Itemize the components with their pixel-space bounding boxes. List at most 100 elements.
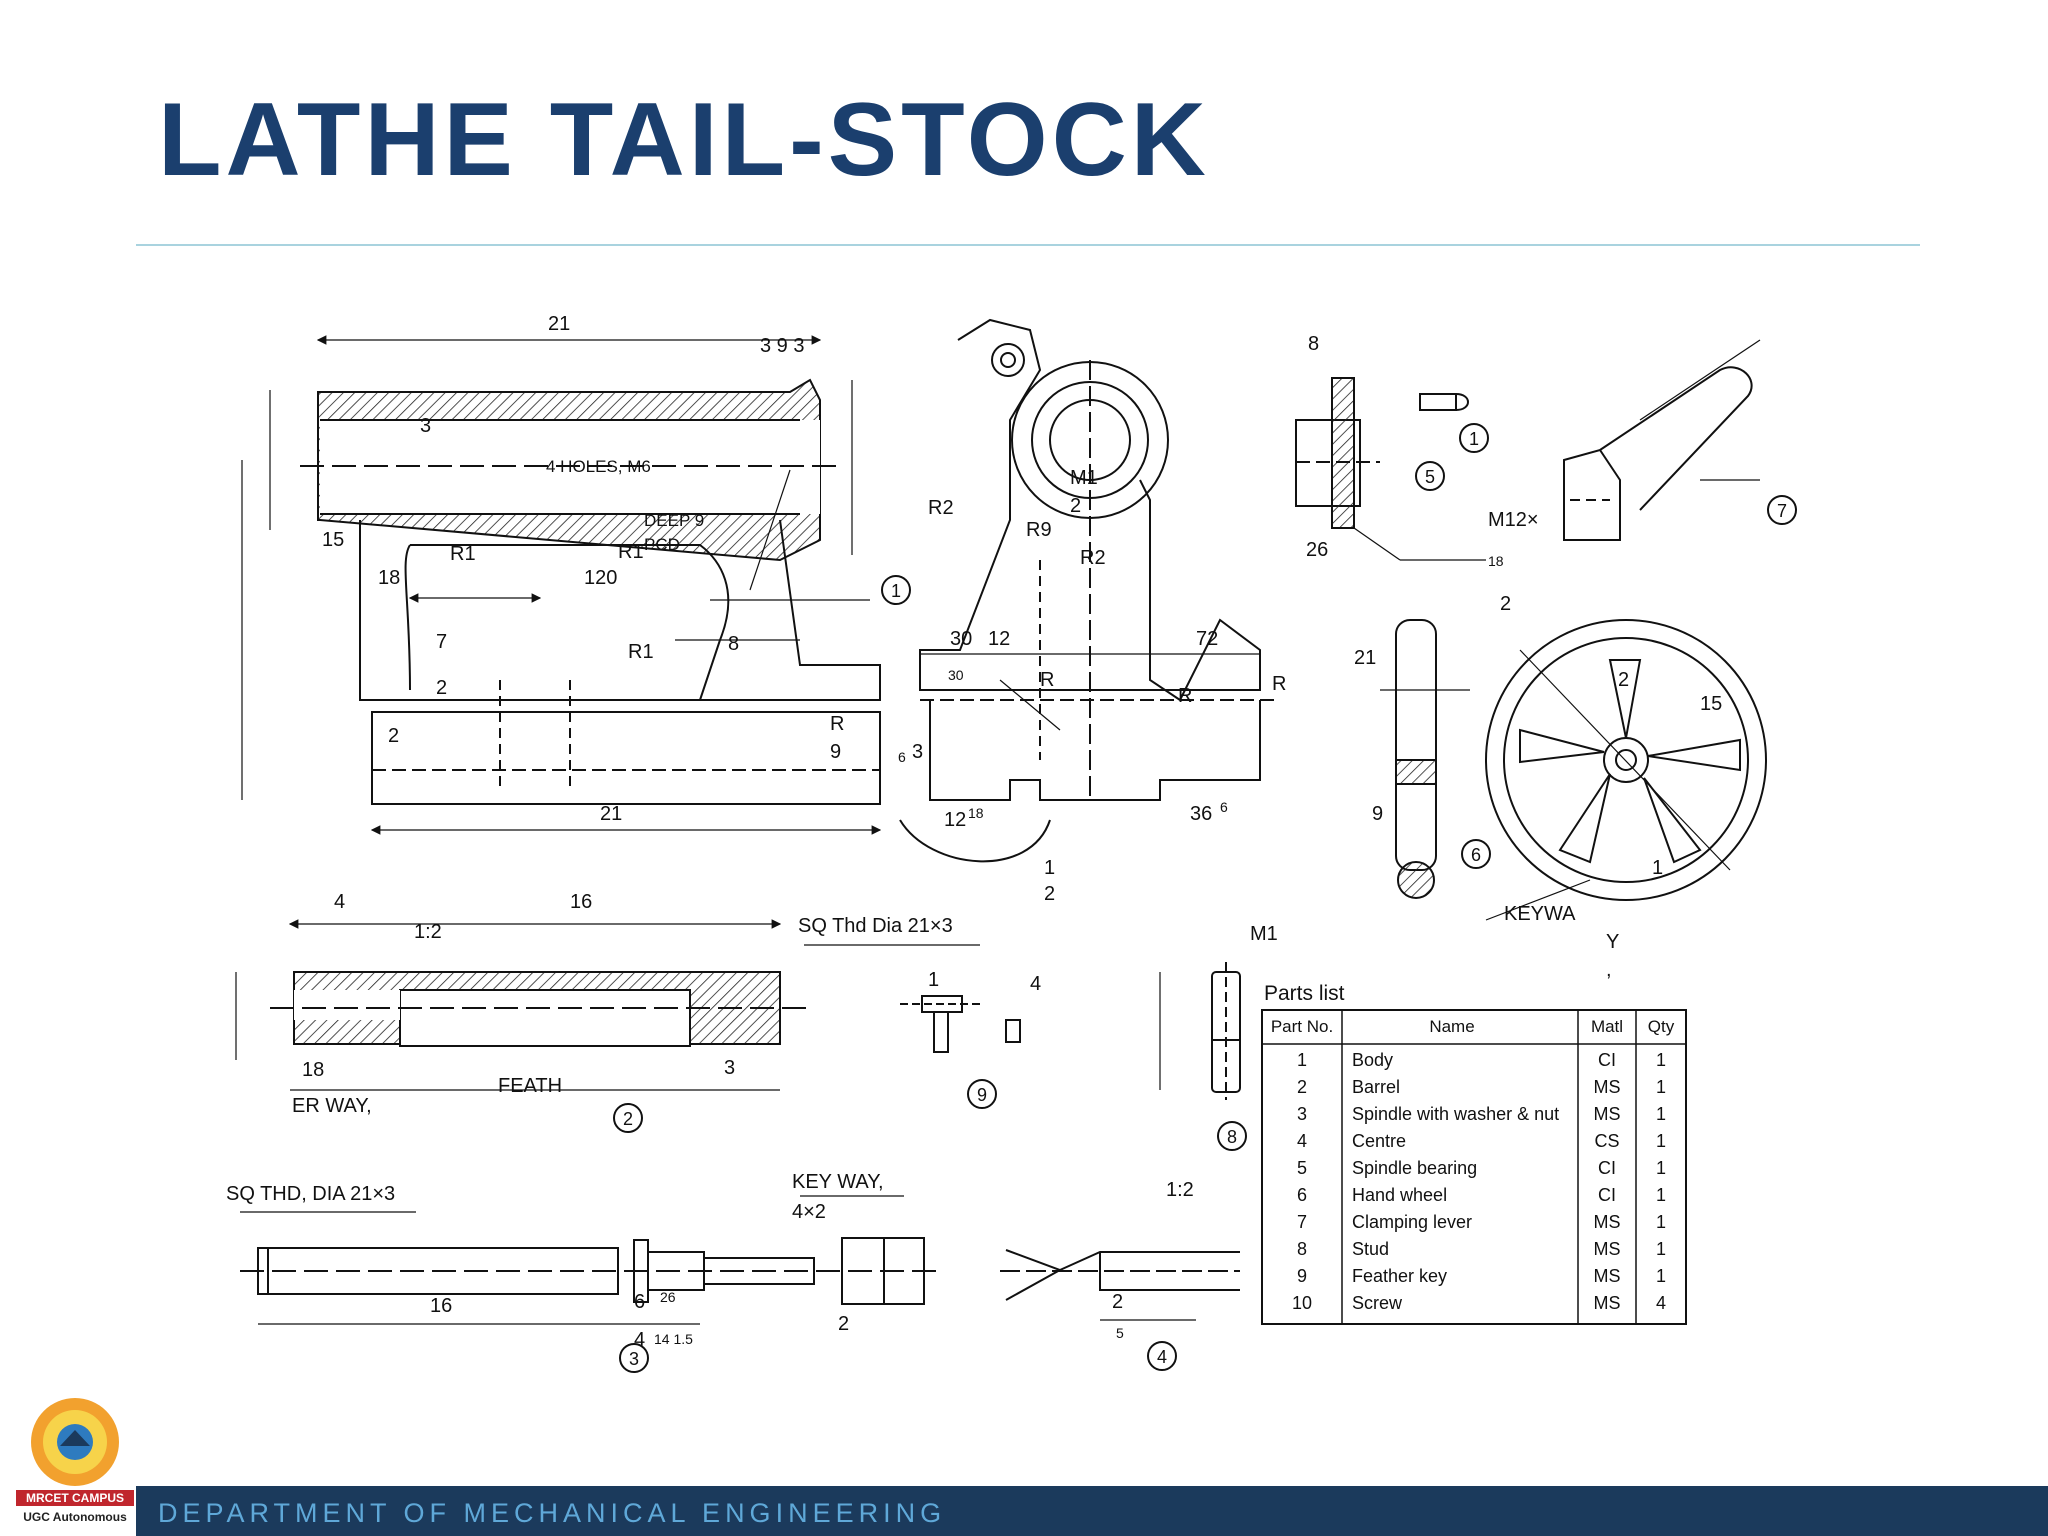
balloon-1-label: 1 (891, 581, 901, 601)
parts-cell: 1 (1656, 1212, 1666, 1232)
parts-cell: 8 (1297, 1239, 1307, 1259)
parts-cell: 1 (1656, 1104, 1666, 1124)
parts-cell: 3 (1297, 1104, 1307, 1124)
parts-cell: Clamping lever (1352, 1212, 1472, 1232)
parts-cell: 4 (1656, 1293, 1666, 1313)
dim-holes: 4 HOLES, M6 (546, 457, 651, 476)
dim-keyway: KEYWA (1504, 903, 1576, 925)
dim-deep9: DEEP 9 (644, 511, 704, 530)
dim-m1-stud: M1 (1250, 923, 1278, 945)
dim-4-key: 4 (1030, 973, 1041, 995)
part2-barrel (235, 919, 980, 1091)
balloon-3: 3 (619, 1343, 649, 1373)
part9-feather-key (900, 995, 1021, 1053)
part3-dims: SQ THD, DIA 21×3 KEY WAY, 4×2 16 6 26 4 … (226, 1171, 884, 1351)
dim-4x2: 4×2 (792, 1201, 826, 1223)
parts-cell: Screw (1352, 1293, 1403, 1313)
parts-cell: 1 (1656, 1077, 1666, 1097)
col-qty: Qty (1648, 1017, 1675, 1036)
parts-cell: Hand wheel (1352, 1185, 1447, 1205)
balloon-6: 6 (1461, 839, 1491, 869)
part6-dims: 21 2 15 9 1 KEYWA Y , (1354, 647, 1722, 981)
dim-m12: M12× (1488, 509, 1539, 531)
dim-r9: R9 (1026, 519, 1052, 541)
dim-14-15: 14 1.5 (654, 1331, 693, 1347)
balloon-1-screw-label: 1 (1469, 429, 1479, 449)
part4-dims: 1:2 2 5 (1112, 1179, 1194, 1341)
balloon-2: 2 (613, 1103, 643, 1133)
dim-8-bearing: 8 (1308, 333, 1319, 355)
parts-cell: 10 (1292, 1293, 1312, 1313)
balloon-9-label: 9 (977, 1085, 987, 1105)
dim-36: 36 (1190, 803, 1212, 825)
slide-title: LATHE TAIL-STOCK (158, 82, 1210, 198)
parts-cell: MS (1594, 1212, 1621, 1232)
dim-30-small: 30 (948, 667, 964, 683)
balloon-1-screw: 1 (1459, 423, 1489, 453)
dim-26-spindle: 26 (660, 1289, 676, 1305)
dim-12-side: 12 (944, 809, 966, 831)
logo-emblem-icon (31, 1398, 119, 1486)
balloon-4: 4 (1147, 1341, 1177, 1371)
dim-6-spindle: 6 (634, 1291, 645, 1313)
dim-key-way: KEY WAY, (792, 1171, 884, 1193)
dim-6-side: 6 (1220, 799, 1228, 815)
dim-21-wheel: 21 (1354, 647, 1376, 669)
dim-26-bearing: 26 (1306, 539, 1328, 561)
parts-cell: 1 (1656, 1266, 1666, 1286)
parts-cell: MS (1594, 1104, 1621, 1124)
college-logo: MRCET CAMPUS UGC Autonomous (16, 1390, 134, 1530)
part7-clamping-lever (1563, 339, 1761, 541)
part4-centre (1000, 1249, 1240, 1321)
parts-cell: MS (1594, 1077, 1621, 1097)
part8-stud (1159, 962, 1241, 1100)
balloon-2-label: 2 (623, 1109, 633, 1129)
part9-dims: 1 4 (928, 969, 1041, 995)
dim-12: 12 (988, 628, 1010, 650)
dim-18: 18 (378, 567, 400, 589)
dim-r2-a: R2 (928, 497, 954, 519)
body-side-view-dims: 30 12 72 R R R 30 6 3 12 18 36 6 1 2 M1 … (898, 467, 1286, 905)
parts-cell: CI (1598, 1185, 1616, 1205)
dim-sq-thd: SQ Thd Dia 21×3 (798, 915, 953, 937)
parts-cell: Spindle bearing (1352, 1158, 1477, 1178)
balloon-7-label: 7 (1777, 501, 1787, 521)
logo-subtitle: UGC Autonomous (23, 1510, 127, 1524)
parts-cell: Stud (1352, 1239, 1389, 1259)
parts-cell: 1 (1656, 1050, 1666, 1070)
part8-dims: M1 (1250, 923, 1278, 945)
balloon-5-label: 5 (1425, 467, 1435, 487)
col-part-no: Part No. (1271, 1017, 1333, 1036)
parts-cell: Barrel (1352, 1077, 1400, 1097)
balloon-4-label: 4 (1157, 1347, 1167, 1367)
balloon-5: 5 (1415, 461, 1445, 491)
logo-name: MRCET CAMPUS (16, 1490, 134, 1506)
parts-cell: 1 (1656, 1185, 1666, 1205)
parts-cell: Centre (1352, 1131, 1406, 1151)
parts-cell: 1 (1297, 1050, 1307, 1070)
dim-9-wheel: 9 (1372, 803, 1383, 825)
dim-r1-c: R1 (628, 641, 654, 663)
dim-2-m1: 2 (1070, 495, 1081, 517)
parts-cell: 1 (1656, 1239, 1666, 1259)
dim-15-wheel: 15 (1700, 693, 1722, 715)
col-name: Name (1429, 1017, 1474, 1036)
dim-1-side: 1 (1044, 857, 1055, 879)
dim-21-bottom: 21 (600, 803, 622, 825)
dim-30: 30 (950, 628, 972, 650)
dim-1-wheel: 1 (1652, 857, 1663, 879)
dim-r1-b: R1 (618, 541, 644, 563)
part5-dims: 8 26 (1306, 333, 1328, 561)
part1-body-view (241, 335, 882, 835)
balloon-3-label: 3 (629, 1349, 639, 1369)
dim-2-centre: 2 (1112, 1291, 1123, 1313)
title-divider (136, 244, 1920, 246)
dim-r-c: R (1272, 673, 1286, 695)
dim-er-way: ER WAY, (292, 1095, 372, 1117)
dim-sq-thd-spindle: SQ THD, DIA 21×3 (226, 1183, 395, 1205)
parts-cell: CI (1598, 1158, 1616, 1178)
part6-hand-wheel (1380, 619, 1767, 921)
